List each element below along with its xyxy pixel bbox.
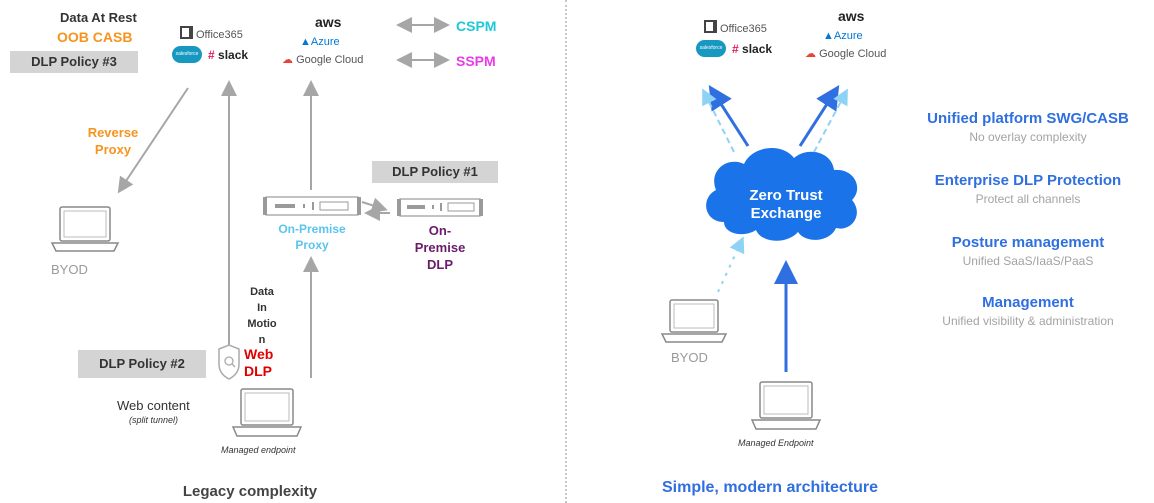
slack-logo: # slack	[732, 42, 773, 56]
data-at-rest-label: Data At Rest	[60, 10, 137, 25]
azure-logo: ▲Azure	[823, 30, 863, 42]
feature-title: Management	[982, 294, 1074, 311]
feature-subtitle: Unified SaaS/IaaS/PaaS	[962, 254, 1094, 268]
slack-logo: # slack	[208, 48, 249, 62]
office365-logo: Office365	[704, 20, 767, 35]
laptop-icon	[750, 381, 822, 430]
laptop-icon	[50, 206, 120, 252]
google-cloud-logo: ☁ Google Cloud	[805, 48, 887, 60]
managed-endpoint-label-right: Managed Endpoint	[738, 438, 814, 448]
feature-subtitle: No overlay complexity	[969, 130, 1087, 144]
aws-logo: aws	[315, 14, 342, 30]
split-tunnel-label: (split tunnel)	[129, 415, 179, 425]
salesforce-logo: salesforce	[172, 46, 202, 63]
cloud-to-saas-arrow	[708, 84, 750, 147]
google-cloud-logo: ☁ Google Cloud	[282, 54, 364, 66]
feature-subtitle: Unified visibility & administration	[942, 314, 1114, 328]
byod-label-right: BYOD	[671, 350, 708, 365]
feature-item: Enterprise DLP Protection Protect all ch…	[910, 172, 1146, 234]
slack-icon: #	[208, 48, 215, 62]
slack-icon: #	[732, 42, 739, 56]
azure-icon: ▲	[823, 30, 834, 42]
web-dlp-label: Web DLP	[244, 346, 274, 379]
panel-divider	[565, 0, 567, 503]
feature-item: Posture management Unified SaaS/IaaS/Paa…	[910, 234, 1146, 294]
reverse-proxy-label: Reverse Proxy	[87, 125, 139, 157]
reverse-proxy-arrow	[117, 87, 189, 194]
managed-endpoint-label-left: Managed endpoint	[221, 445, 296, 455]
google-cloud-icon: ☁	[805, 48, 816, 60]
onprem-dlp-appliance	[397, 198, 483, 217]
google-cloud-icon: ☁	[282, 54, 293, 66]
byod-to-cloud-arrow	[717, 236, 745, 293]
azure-icon: ▲	[300, 36, 311, 48]
feature-title: Posture management	[951, 234, 1105, 251]
legacy-caption: Legacy complexity	[182, 483, 318, 500]
sspm-label: SSPM	[456, 53, 496, 69]
feature-title: Unified platform SWG/CASB	[927, 110, 1129, 127]
byod-label-left: BYOD	[51, 262, 88, 277]
dlp-policy-3-box: DLP Policy #3	[10, 51, 138, 73]
office365-logo: Office365	[180, 26, 243, 41]
onprem-proxy-appliance	[263, 196, 361, 216]
cloud-label-line1: Zero Trust	[749, 187, 822, 204]
cloud-logos-right: aws ▲Azure ☁ Google Cloud	[805, 8, 895, 64]
cloud-to-iaas-arrow	[798, 84, 840, 147]
cspm-label: CSPM	[456, 18, 497, 34]
feature-item: Management Unified visibility & administ…	[910, 294, 1146, 354]
cloud-to-iaas-dashed-arrow	[813, 88, 848, 153]
laptop-icon	[660, 299, 728, 343]
proxy-to-dlp-arrow	[361, 197, 388, 213]
cloud-label-line2: Exchange	[751, 205, 822, 222]
feature-item: Unified platform SWG/CASB No overlay com…	[910, 110, 1146, 172]
data-in-motion-label: Data In Motio n	[247, 286, 277, 346]
feature-list: Unified platform SWG/CASB No overlay com…	[910, 110, 1146, 354]
dlp-policy-2-box: DLP Policy #2	[78, 350, 206, 378]
laptop-icon	[231, 388, 303, 437]
saas-logos-left: Office365 salesforce # slack	[172, 26, 262, 70]
modern-caption: Simple, modern architecture	[661, 479, 879, 496]
oob-casb-label: OOB CASB	[57, 29, 133, 45]
saas-logos-right: Office365 salesforce # slack	[696, 20, 786, 64]
cloud-logos-left: aws ▲Azure ☁ Google Cloud	[282, 14, 372, 70]
shield-icon	[218, 344, 240, 380]
feature-title: Enterprise DLP Protection	[934, 172, 1122, 189]
azure-logo: ▲Azure	[300, 36, 340, 48]
office-icon	[704, 20, 717, 33]
office-icon	[180, 26, 193, 39]
web-content-label: Web content	[117, 398, 190, 413]
onprem-dlp-label: On- Premise DLP	[414, 223, 466, 272]
feature-subtitle: Protect all channels	[975, 192, 1081, 206]
cloud-to-saas-dashed-arrow	[702, 88, 735, 153]
salesforce-logo: salesforce	[696, 40, 726, 57]
dlp-policy-1-box: DLP Policy #1	[372, 161, 498, 183]
onprem-proxy-label: On-Premise Proxy	[278, 222, 346, 252]
zero-trust-exchange-cloud: Zero Trust Exchange	[706, 147, 858, 241]
aws-logo: aws	[838, 8, 865, 24]
